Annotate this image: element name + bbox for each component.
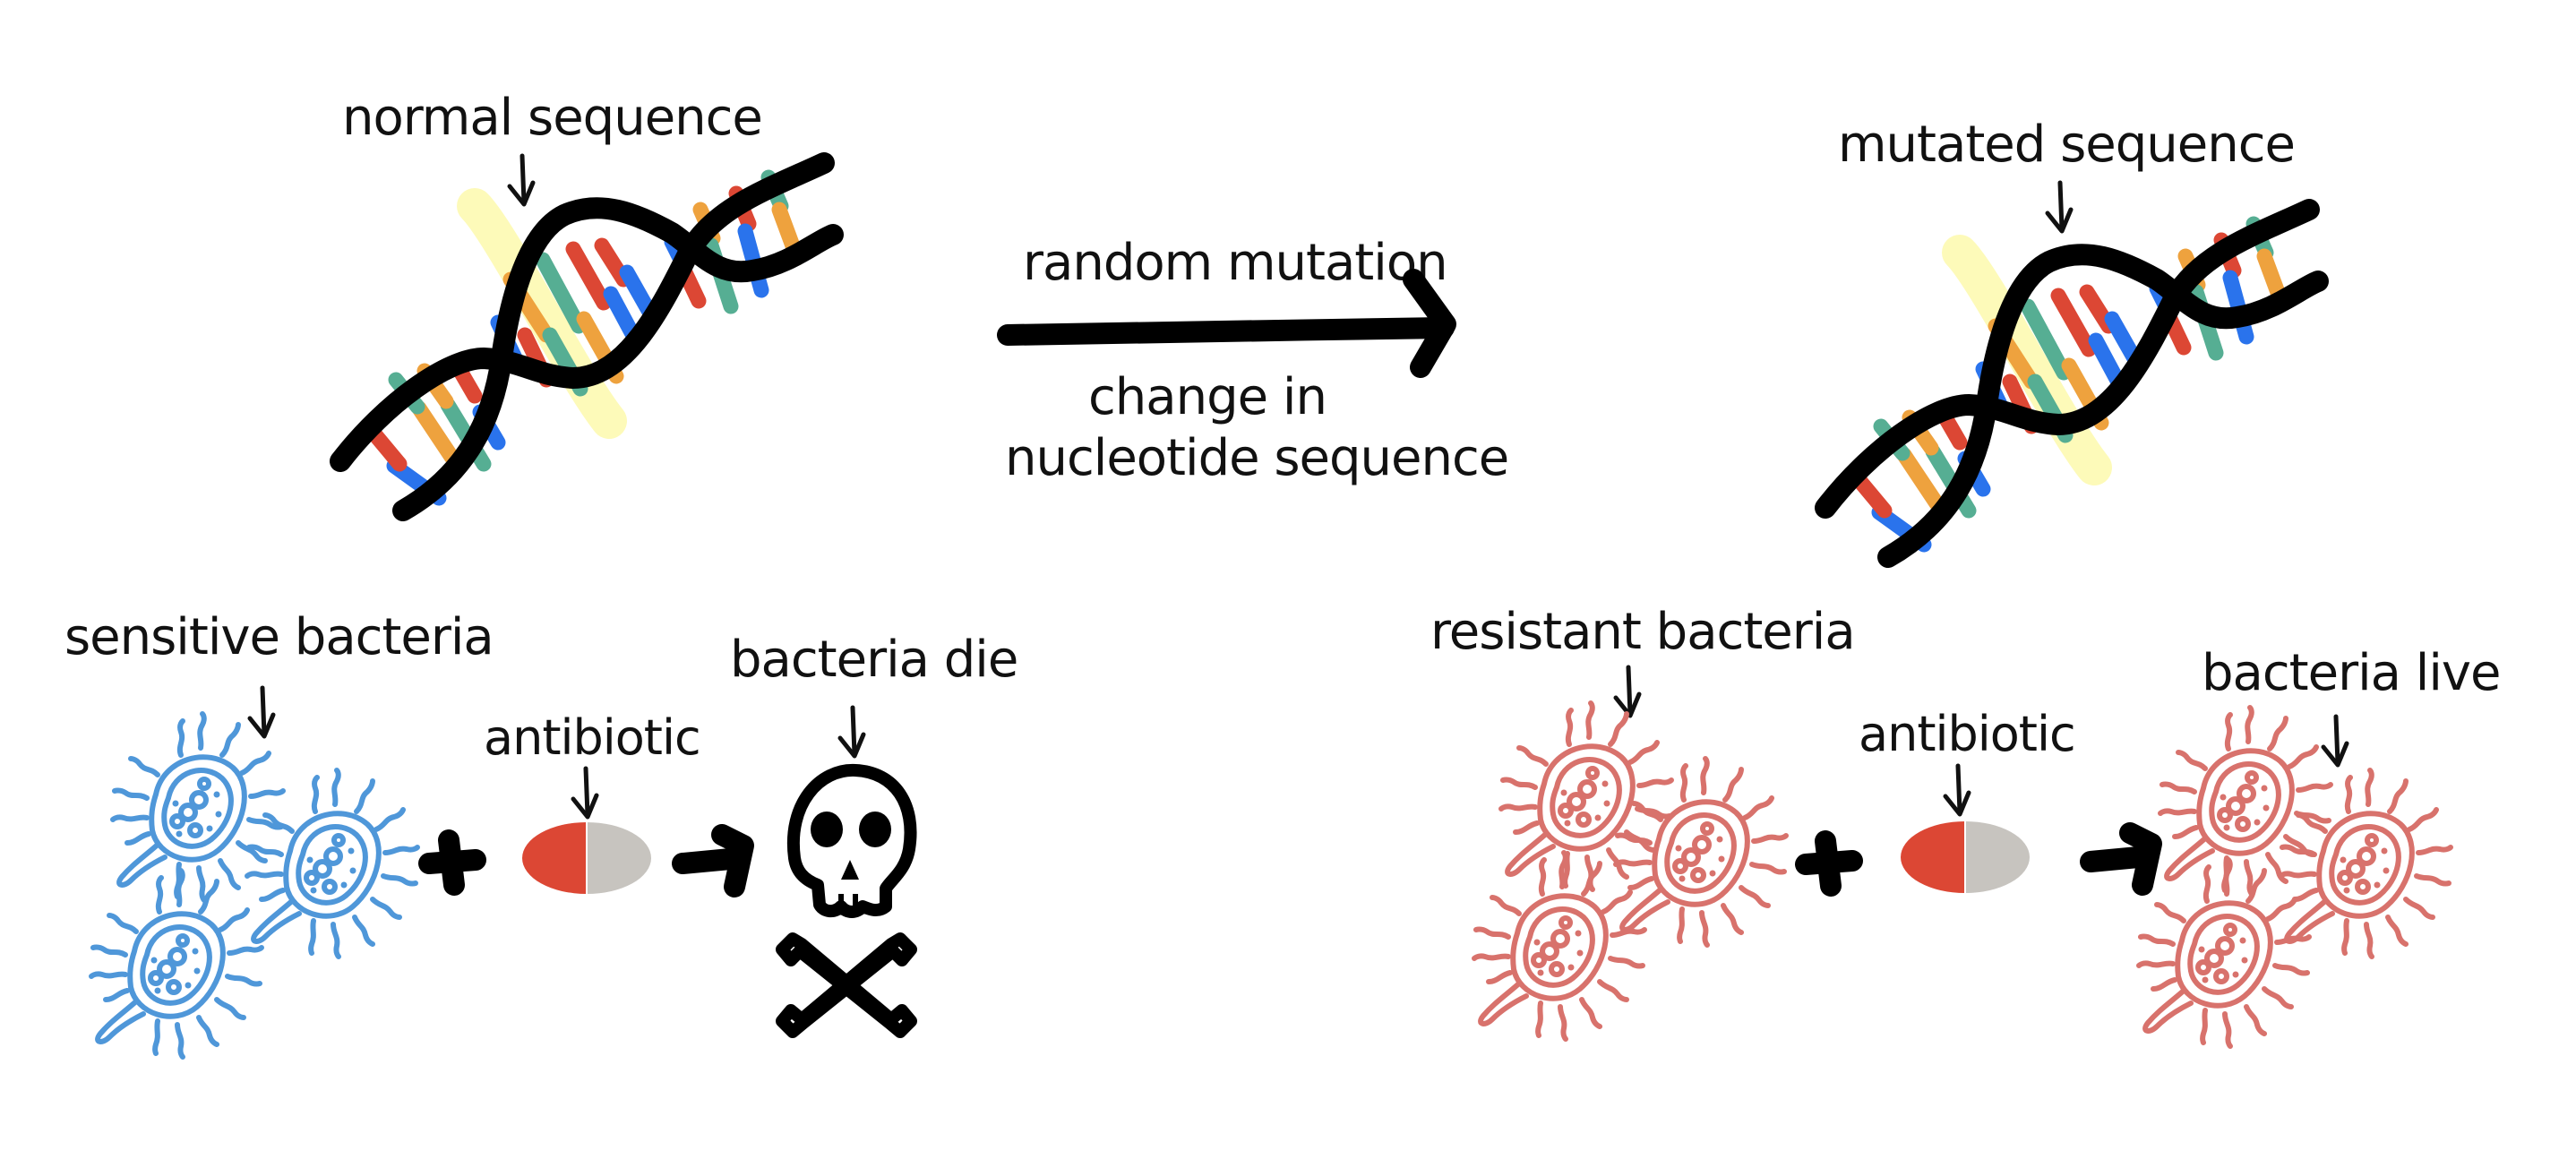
bacterium-icon — [2280, 770, 2451, 957]
mutated-sequence-label: mutated sequence — [1838, 116, 2295, 174]
plus-icon — [1806, 841, 1852, 886]
down-arrow-icon — [1945, 766, 1969, 814]
resistant-bacteria-scenario: resistant bacteria antibiotic bacteria l… — [1430, 603, 2501, 1046]
right-arrow-icon — [2091, 833, 2151, 885]
surviving-bacteria-cluster — [2139, 708, 2451, 1046]
dna-double-helix-icon — [1825, 210, 2318, 557]
change-in-label: change in — [1088, 368, 1327, 426]
down-arrow-icon — [1616, 667, 1639, 716]
bacterium-icon — [247, 770, 417, 957]
mutated-sequence-group: mutated sequence — [1825, 116, 2318, 557]
normal-sequence-label: normal sequence — [342, 89, 762, 147]
random-mutation-label: random mutation — [1023, 234, 1447, 292]
plus-icon — [429, 840, 476, 885]
random-mutation-group: random mutation change in nucleotide seq… — [997, 234, 1509, 487]
right-arrow-icon — [997, 317, 1455, 346]
down-arrow-icon — [2323, 717, 2347, 765]
down-arrow-icon — [573, 769, 597, 817]
dna-double-helix-icon — [340, 163, 833, 511]
resistant-bacteria-cluster — [1474, 703, 1786, 1039]
down-arrow-icon — [2048, 183, 2071, 231]
pill-capsule-icon — [521, 821, 652, 895]
nucleotide-sequence-label: nucleotide sequence — [1005, 429, 1508, 487]
right-arrow-head-icon — [1403, 269, 1456, 378]
bacterium-icon — [2160, 708, 2331, 894]
skull-crossbones-icon — [782, 770, 911, 1032]
sensitive-bacteria-label: sensitive bacteria — [64, 608, 494, 666]
resistant-bacteria-label: resistant bacteria — [1430, 603, 1855, 661]
bacteria-live-label: bacteria live — [2202, 644, 2500, 702]
bacteria-die-label: bacteria die — [730, 631, 1018, 689]
pill-capsule-icon — [1900, 820, 2031, 894]
down-arrow-icon — [510, 156, 533, 204]
bacterium-icon — [1474, 853, 1644, 1039]
antibiotic-label: antibiotic — [1859, 706, 2075, 762]
normal-sequence-group: normal sequence — [340, 89, 833, 511]
down-arrow-icon — [250, 688, 273, 736]
antibiotic-label: antibiotic — [484, 709, 700, 766]
sensitive-bacteria-scenario: sensitive bacteria antibiotic bacteria d… — [64, 608, 1018, 1057]
right-arrow-icon — [683, 835, 743, 887]
down-arrow-icon — [840, 708, 863, 756]
sensitive-bacteria-cluster — [91, 714, 417, 1057]
